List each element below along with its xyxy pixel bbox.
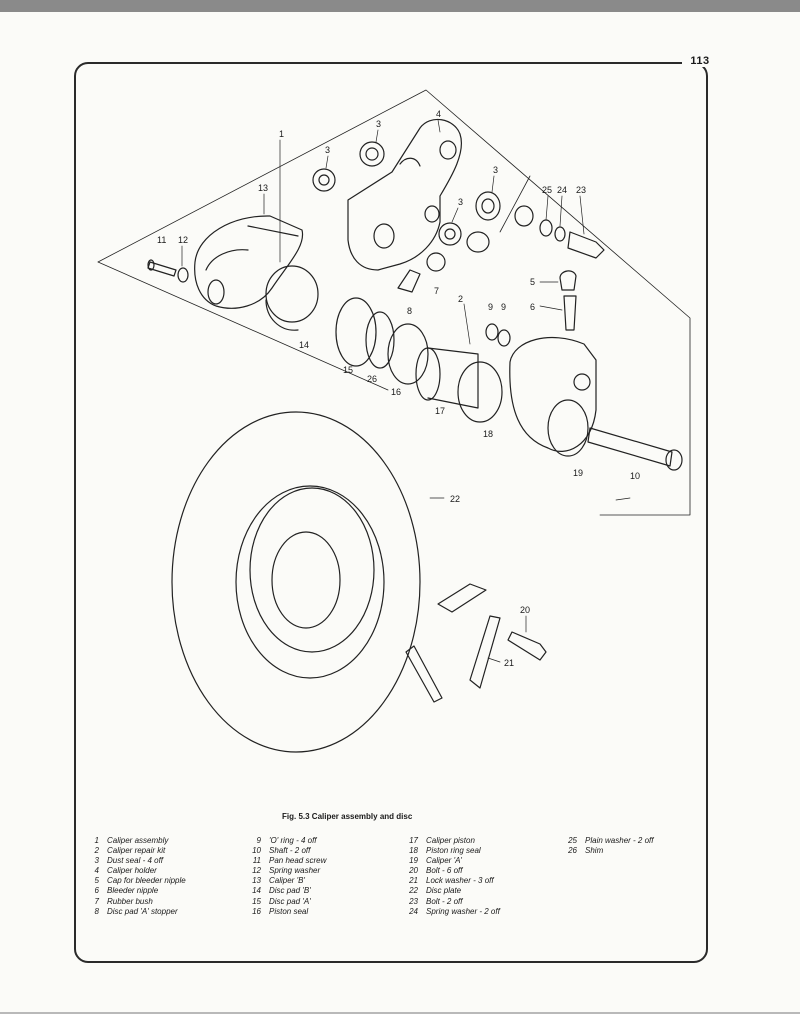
callout-label: 3 [325, 145, 330, 155]
callout-label: 4 [436, 109, 441, 119]
piston-stack-parts [335, 297, 503, 423]
leader-lines [181, 119, 631, 663]
window-top-bar [0, 0, 800, 12]
callout-label: 16 [391, 387, 401, 397]
callout-label: 14 [299, 340, 309, 350]
callout-label: 5 [530, 277, 535, 287]
bleeder-nipple-parts [559, 270, 577, 331]
o-ring-part [497, 329, 511, 347]
callout-label: 20 [520, 605, 530, 615]
callout-labels: 1 3 3 4 3 3 13 3 25 24 23 11 12 7 5 8 2 … [157, 109, 640, 668]
figure-caption: Fig. 5.3 Caliper assembly and disc [282, 812, 413, 821]
callout-label: 3 [493, 165, 498, 175]
callout-label: 1 [279, 129, 284, 139]
callout-label: 18 [483, 429, 493, 439]
legend-item: 9'O' ring - 4 off [256, 836, 317, 845]
disc-pad-b-part [265, 265, 319, 331]
callout-label: 15 [343, 365, 353, 375]
callout-label: 9 [501, 302, 506, 312]
callout-label: 24 [557, 185, 567, 195]
callout-label: 6 [530, 302, 535, 312]
page-bottom-edge [0, 1012, 800, 1014]
caliper-holder-part [347, 118, 462, 271]
disc-pad-stopper-part [397, 269, 421, 293]
callout-label: 17 [435, 406, 445, 416]
callout-label: 26 [367, 374, 377, 384]
bolt-part [507, 631, 547, 661]
washer-and-bolt-parts [514, 205, 605, 259]
callout-label: 3 [376, 119, 381, 129]
callout-label: 13 [258, 183, 268, 193]
page-frame [74, 62, 708, 963]
callout-label: 3 [458, 197, 463, 207]
caliper-a-part [509, 336, 597, 457]
callout-label: 9 [488, 302, 493, 312]
disc-plate-part [171, 411, 421, 753]
callout-label: 12 [178, 235, 188, 245]
callout-label: 7 [434, 286, 439, 296]
callout-label: 19 [573, 468, 583, 478]
callout-label: 22 [450, 494, 460, 504]
callout-label: 11 [157, 235, 166, 245]
manual-page [0, 12, 800, 1012]
assembly-outline [97, 89, 691, 516]
callout-label: 23 [576, 185, 586, 195]
pan-head-screw-part [147, 259, 177, 277]
callout-label: 25 [542, 185, 552, 195]
caliper-b-part [194, 215, 304, 309]
dust-seal-parts [312, 141, 501, 272]
callout-label: 8 [407, 306, 412, 316]
page-number: 113 [682, 55, 718, 67]
callout-label: 2 [458, 294, 463, 304]
shaft-part [587, 427, 683, 471]
lock-washer-parts [405, 583, 501, 703]
o-ring-part [485, 323, 499, 341]
callout-label: 21 [504, 658, 514, 668]
callout-label: 10 [630, 471, 640, 481]
spring-washer-part [177, 267, 189, 283]
